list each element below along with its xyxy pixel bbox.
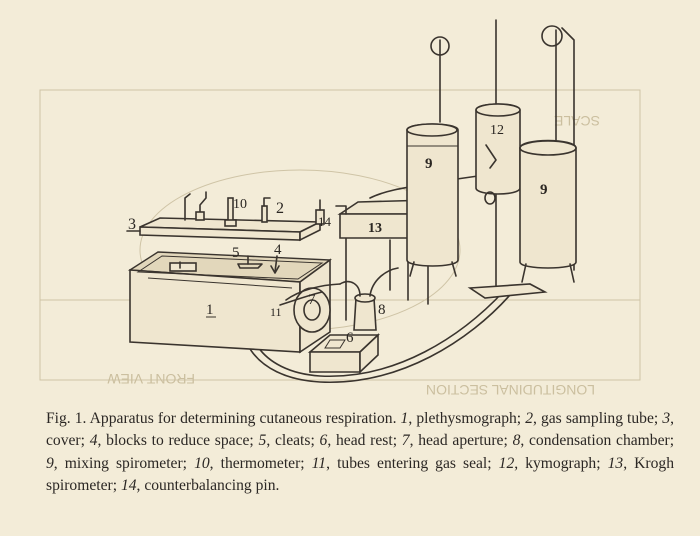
caption-item-number: 6 bbox=[319, 432, 328, 450]
cover bbox=[139, 191, 321, 242]
caption-item-number: 5 bbox=[258, 432, 267, 450]
label-13: 13 bbox=[368, 221, 382, 236]
gas-seal-tubes bbox=[285, 283, 341, 301]
label-9b: 9 bbox=[540, 182, 548, 198]
caption-item-text: plethysmograph bbox=[416, 410, 517, 427]
caption-item-number: 7 bbox=[401, 432, 410, 450]
caption-item-text: condensation chamber bbox=[529, 432, 670, 450]
ghost-view-text: FRONT VIEW bbox=[107, 371, 195, 387]
bleed-through: LONGITUDINAL SECTION FRONT VIEW SCALE bbox=[39, 89, 641, 398]
caption-item-number: 13 bbox=[607, 454, 624, 472]
caption-item-number: 2 bbox=[525, 410, 533, 427]
label-11: 11 bbox=[270, 305, 282, 319]
caption-item-number: 10 bbox=[194, 454, 210, 472]
label-10: 10 bbox=[233, 197, 247, 212]
label-6: 6 bbox=[346, 330, 354, 346]
mixing-spirometer-left bbox=[406, 36, 459, 277]
plethysmograph bbox=[127, 251, 333, 354]
label-12: 12 bbox=[490, 123, 504, 138]
caption-item-text: blocks to reduce space bbox=[106, 432, 250, 450]
label-3: 3 bbox=[128, 216, 136, 233]
kymograph bbox=[475, 19, 521, 287]
caption-label: Fig. 1. bbox=[46, 410, 87, 427]
caption-item-number: 14 bbox=[120, 477, 137, 495]
ghost-scale-text: SCALE bbox=[554, 113, 600, 129]
caption-item-number: 8 bbox=[512, 432, 521, 450]
caption-title: Apparatus for determining cutaneous resp… bbox=[89, 410, 397, 427]
caption-item-number: 1 bbox=[400, 410, 409, 427]
ghost-section-text: LONGITUDINAL SECTION bbox=[426, 382, 595, 398]
caption-item-text: head rest bbox=[335, 432, 393, 450]
caption-item-text: tubes entering gas seal bbox=[337, 454, 488, 472]
label-8: 8 bbox=[378, 302, 386, 318]
caption-item-text: thermometer bbox=[220, 454, 301, 472]
apparatus-figure: LONGITUDINAL SECTION FRONT VIEW SCALE bbox=[39, 19, 641, 398]
caption-item-text: head aperture bbox=[418, 432, 504, 450]
counterbalancing-pin bbox=[315, 199, 325, 225]
head-rest bbox=[307, 333, 381, 374]
caption-item-number: 12 bbox=[498, 454, 515, 472]
caption-item-number: 4 bbox=[89, 432, 98, 450]
caption-item-text: kymograph bbox=[525, 454, 597, 472]
caption-item-text: cleats bbox=[274, 432, 311, 450]
caption-item-number: 3 bbox=[662, 410, 671, 427]
mixing-spirometer-right bbox=[519, 25, 577, 283]
label-2: 2 bbox=[276, 200, 284, 217]
caption-item-number: 11 bbox=[311, 454, 327, 472]
caption-item-text: Krogh spirometer bbox=[46, 454, 675, 495]
caption-item-number: 9 bbox=[46, 454, 54, 472]
label-5: 5 bbox=[232, 245, 240, 261]
label-7: 7 bbox=[308, 292, 316, 308]
caption-item-text: gas sampling tube bbox=[540, 410, 654, 427]
caption-item-text: mixing spirometer bbox=[64, 454, 183, 472]
label-1: 1 bbox=[206, 302, 214, 318]
kymograph-base bbox=[467, 283, 548, 299]
caption-item-text: counterbalancing pin bbox=[144, 477, 276, 495]
label-14: 14 bbox=[318, 214, 332, 229]
label-9a: 9 bbox=[425, 156, 433, 172]
caption-item-text: cover bbox=[46, 432, 81, 450]
label-4: 4 bbox=[274, 242, 282, 258]
condensation-chamber bbox=[339, 267, 399, 331]
figure-caption: Fig. 1. Apparatus for determining cutane… bbox=[46, 410, 675, 495]
